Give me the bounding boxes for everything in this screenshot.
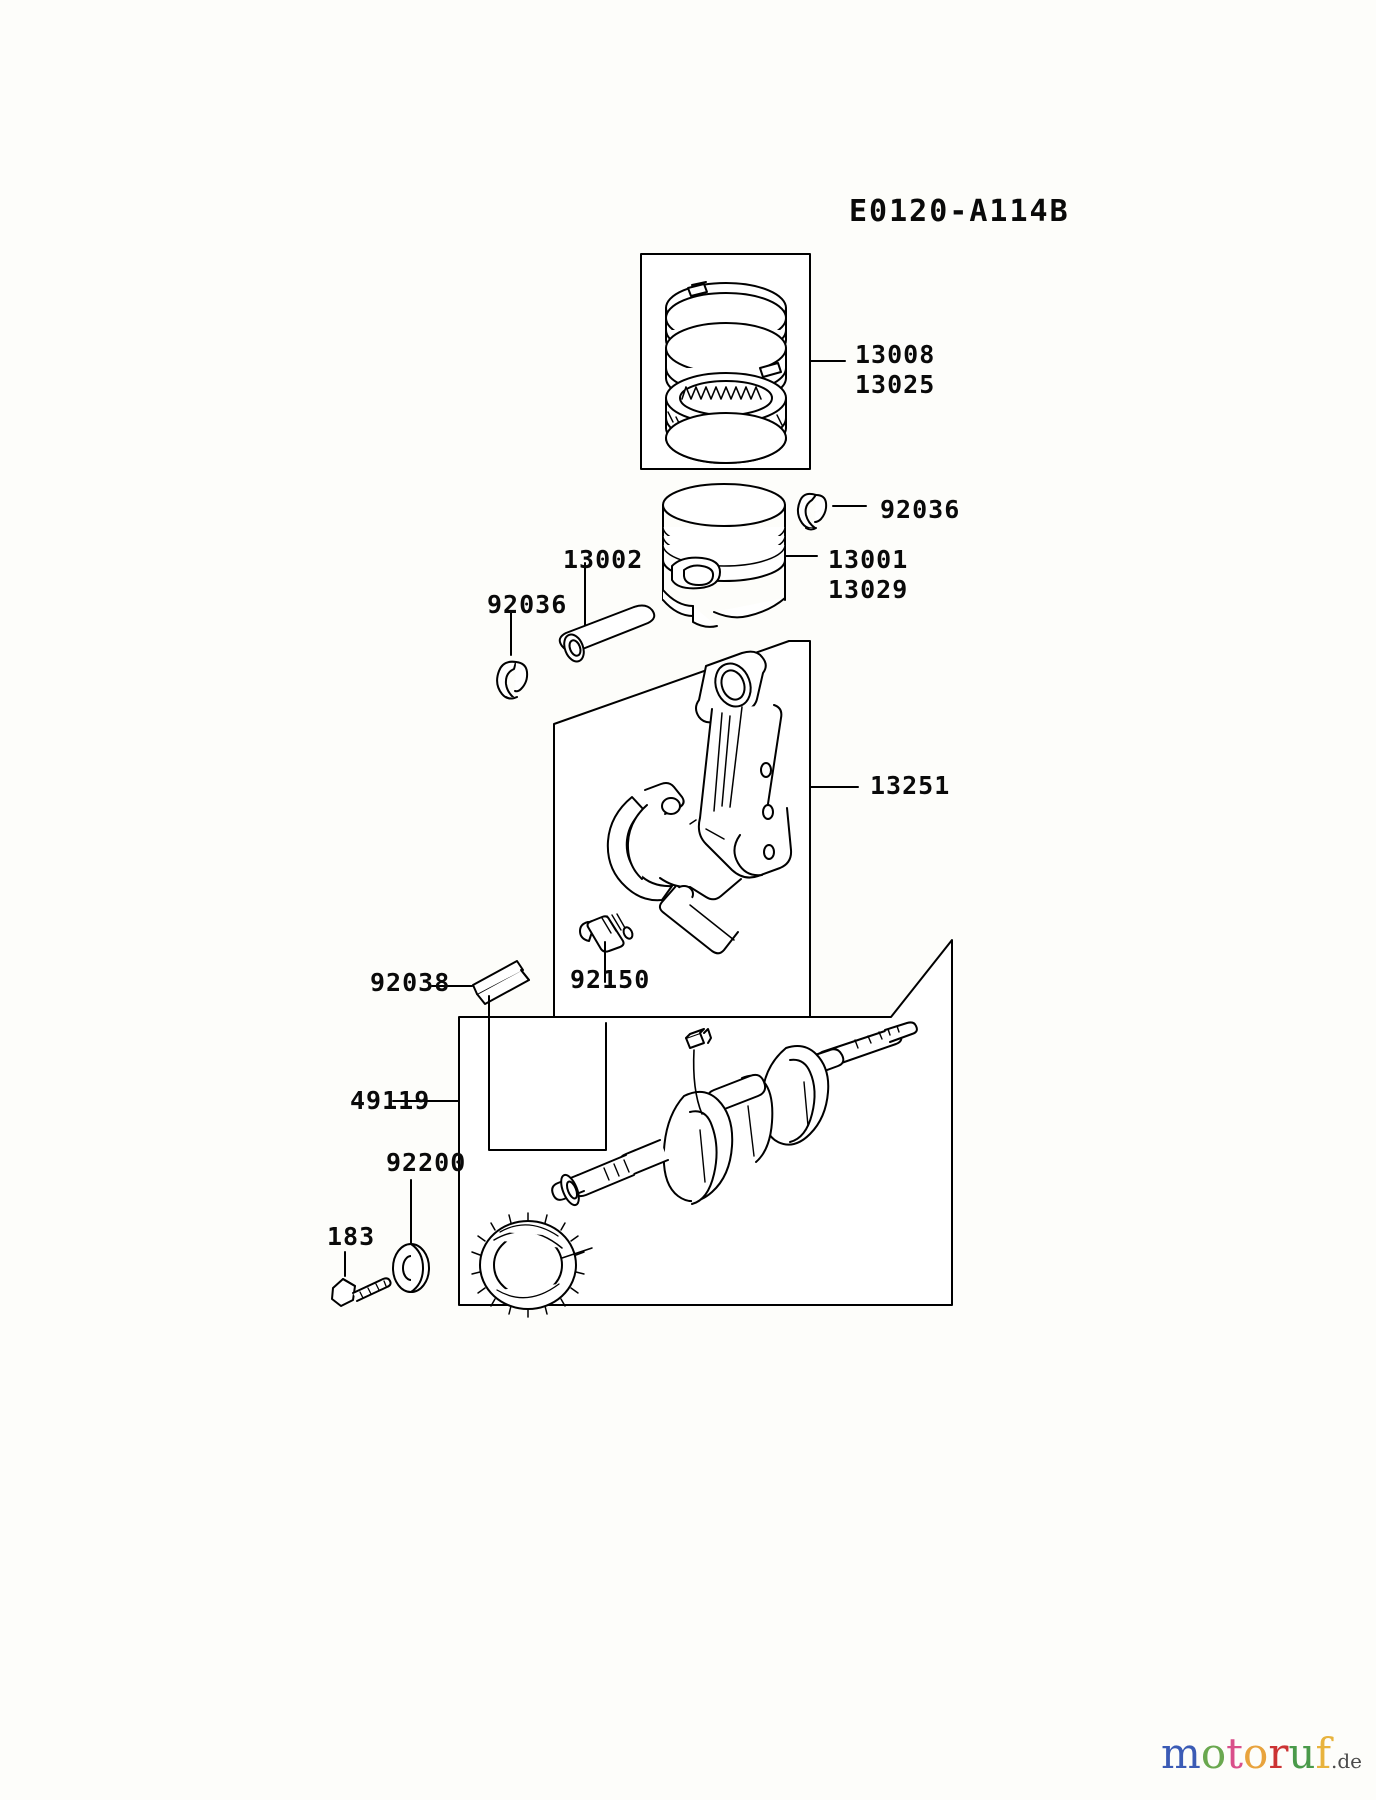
wm-suffix: .de [1331,1749,1362,1773]
callout-49119: 49119 [350,1086,431,1115]
callout-13002: 13002 [563,545,644,574]
callout-92036-left: 92036 [487,590,568,619]
motoruf-watermark: motoruf.de [1161,1733,1362,1782]
connecting-rod [689,650,793,879]
piston [662,483,786,628]
connecting-rod-bolt [579,913,634,953]
crank-gear [471,1212,585,1318]
wm-letter-1: o [1200,1729,1227,1778]
callout-13008: 13008 [855,340,936,369]
page-title: E0120-A114B [849,194,1070,229]
key-92038 [472,960,530,1005]
key-on-crankshaft [685,1028,712,1049]
connecting-rod-bearing-cap [606,782,742,955]
wm-letter-6: f [1315,1729,1331,1778]
callout-92200: 92200 [386,1148,467,1177]
leader-92038-path [488,995,607,1151]
gear-shaft-link [561,1247,593,1259]
callout-13251: 13251 [870,771,951,800]
callout-13001: 13001 [828,545,909,574]
wm-letter-3: o [1243,1729,1269,1778]
wm-letter-0: m [1161,1729,1201,1778]
washer [392,1243,430,1293]
callout-183: 183 [327,1222,376,1251]
callout-13029: 13029 [828,575,909,604]
callout-92038: 92038 [370,968,451,997]
bolt [331,1277,392,1307]
wm-letter-4: r [1268,1729,1289,1778]
piston-pin [558,604,656,663]
wm-letter-2: t [1226,1729,1244,1778]
snap-ring-left [496,660,529,700]
callout-13025: 13025 [855,370,936,399]
callout-92150: 92150 [570,965,651,994]
callout-92036-right: 92036 [880,495,961,524]
oil-ring-assembly [665,372,787,464]
leader-key-crank [692,1049,703,1115]
snap-ring-right [796,492,828,531]
wm-letter-5: u [1288,1729,1316,1778]
crankshaft [551,1021,918,1207]
